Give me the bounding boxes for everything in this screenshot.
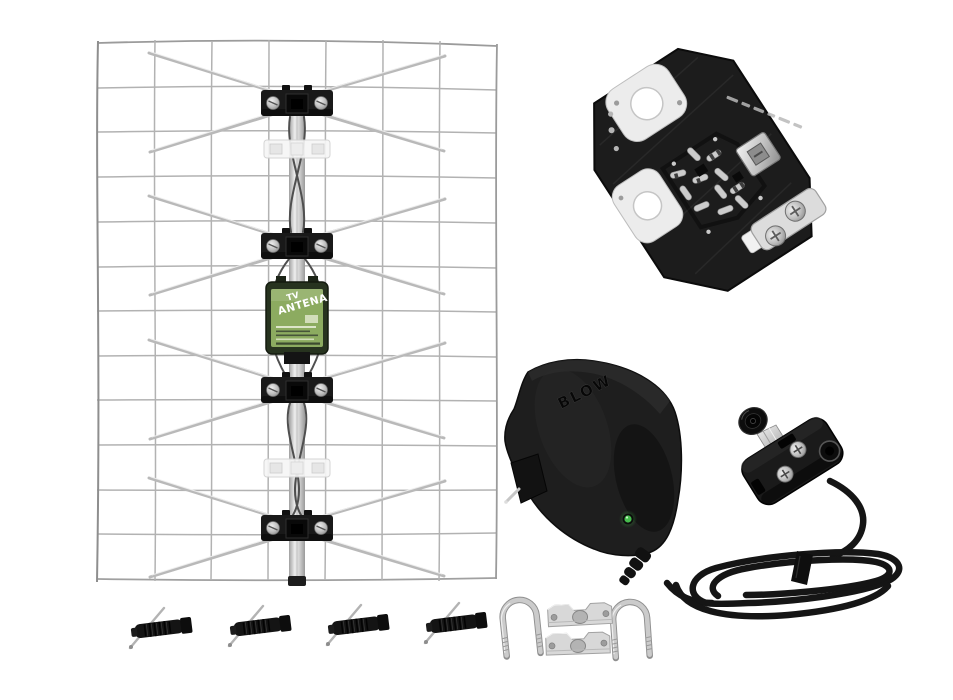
- grid-antenna: TV ANTENA: [96, 39, 498, 586]
- feedbox-label: [271, 289, 323, 347]
- cable-tie-highlight: [795, 555, 801, 579]
- t-bolt: [422, 601, 489, 646]
- t-bolt: [226, 604, 293, 649]
- u-bolt: [609, 601, 653, 659]
- t-bolt: [324, 603, 391, 648]
- saddle-bracket: [545, 631, 611, 656]
- adapter-led: [619, 510, 637, 528]
- connector-body: [741, 416, 844, 506]
- feedbox-label-fineprint: [276, 315, 320, 345]
- power-cable: [663, 477, 903, 620]
- boom-clamp: [263, 458, 331, 478]
- pcb-output-bracket: [741, 187, 827, 254]
- antenna-feedbox: TV ANTENA: [265, 276, 329, 364]
- pcb-components: [659, 131, 768, 234]
- u-bolt: [498, 598, 544, 657]
- mounting-hardware: [127, 598, 653, 659]
- amplifier-pcb: [593, 47, 827, 292]
- pcb-mounting-tab: [605, 63, 688, 143]
- signal-connector: [738, 406, 844, 506]
- svg-text:TV: TV: [286, 290, 301, 303]
- pcb-terminal: [735, 132, 781, 177]
- coax-plug-cap: [738, 406, 768, 436]
- pcb-mounting-tab: [611, 168, 684, 244]
- boom-end-cap: [288, 576, 306, 586]
- t-bolt: [127, 606, 194, 651]
- power-adapter: BLOW: [504, 358, 683, 586]
- adapter-strain-relief: [619, 547, 652, 586]
- adapter-plug-prong: [504, 453, 548, 504]
- boom-clamp: [263, 139, 331, 159]
- pcb-silkscreen-marks: [726, 95, 803, 129]
- saddle-bracket: [546, 601, 613, 628]
